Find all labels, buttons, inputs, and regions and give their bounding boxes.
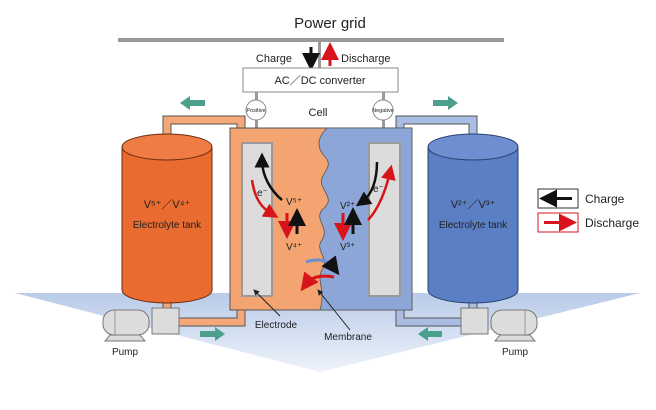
legend-charge-label: Charge bbox=[585, 192, 625, 206]
ion-v5: V⁵⁺ bbox=[286, 197, 302, 208]
discharge-label: Discharge bbox=[341, 53, 391, 65]
electron-left: e⁻ bbox=[257, 188, 268, 199]
converter-label: AC／DC converter bbox=[274, 74, 365, 87]
negative-electrode bbox=[368, 142, 401, 297]
flow-arrow-right-bottom-icon bbox=[200, 327, 225, 341]
positive-electrode bbox=[241, 142, 273, 297]
left-tank-ions: V⁵⁺／V⁴⁺ bbox=[144, 198, 191, 211]
membrane-label: Membrane bbox=[324, 332, 372, 343]
ion-v4: V⁴⁺ bbox=[286, 242, 302, 253]
electron-charge-arrow-icon bbox=[254, 152, 283, 201]
right-pump-label: Pump bbox=[502, 347, 529, 358]
legend-discharge-label: Discharge bbox=[585, 216, 639, 230]
power-grid-title: Power grid bbox=[294, 15, 366, 32]
proton-arrow-right-icon bbox=[305, 255, 340, 276]
left-electrolyte-tank: V⁵⁺／V⁴⁺ Electrolyte tank bbox=[121, 133, 213, 304]
left-pump-label: Pump bbox=[112, 347, 139, 358]
electron-charge-arrow-right-icon bbox=[355, 161, 379, 207]
electron-right: e⁻ bbox=[373, 184, 384, 195]
positive-terminal-label: Positive bbox=[246, 108, 265, 114]
proton-arrow-left-icon bbox=[300, 271, 335, 292]
electron-discharge-arrow-icon bbox=[250, 179, 279, 218]
left-tank-label: Electrolyte tank bbox=[133, 220, 202, 231]
flow-arrow-left-bottom-icon bbox=[418, 327, 442, 341]
membrane-pointer bbox=[317, 289, 351, 331]
cell-label: Cell bbox=[309, 107, 328, 119]
negative-terminal-label: Negative bbox=[372, 108, 394, 114]
converter-box bbox=[242, 67, 399, 93]
electron-discharge-arrow-right-icon bbox=[367, 164, 396, 221]
right-pump: Pump bbox=[460, 307, 538, 358]
electrode-pointer bbox=[253, 289, 281, 317]
charge-label: Charge bbox=[256, 53, 292, 65]
cell bbox=[229, 127, 413, 311]
ion-v3: V³⁺ bbox=[340, 242, 355, 253]
positive-terminal bbox=[245, 99, 267, 121]
right-tank-label: Electrolyte tank bbox=[439, 220, 508, 231]
right-electrolyte-tank: V²⁺／V³⁺ Electrolyte tank bbox=[427, 133, 519, 304]
ion-v2: V²⁺ bbox=[340, 201, 355, 212]
legend: Charge Discharge bbox=[537, 188, 639, 233]
right-tank-ions: V²⁺／V³⁺ bbox=[451, 198, 496, 211]
negative-terminal bbox=[372, 99, 394, 121]
flow-arrow-right-top-icon bbox=[433, 96, 458, 110]
electrode-label: Electrode bbox=[255, 320, 298, 331]
flow-arrow-left-top-icon bbox=[180, 96, 205, 110]
left-pump: Pump bbox=[102, 307, 180, 358]
grid-line bbox=[118, 38, 504, 42]
grid-connection bbox=[318, 42, 321, 68]
